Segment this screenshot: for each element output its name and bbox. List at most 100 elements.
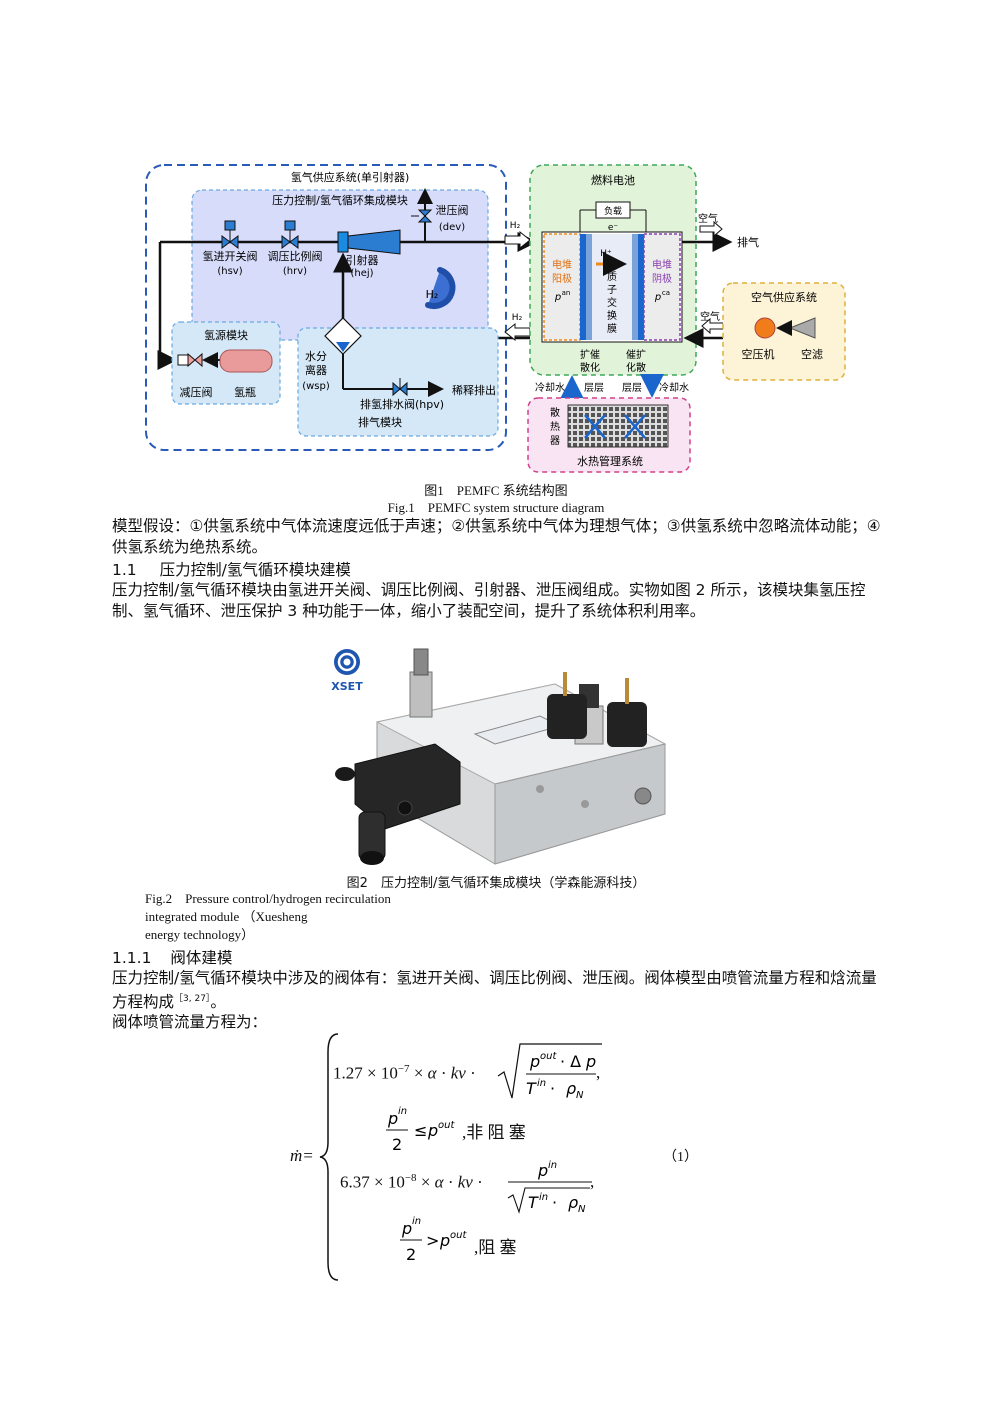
equation-number: （1） [663, 1150, 698, 1165]
separator-abbr: (wsp) [302, 381, 330, 392]
svg-text:N: N [576, 1090, 584, 1101]
regulator-valve-label: 调压比例阀 [268, 249, 323, 263]
svg-text:p: p [439, 1231, 450, 1250]
paragraph-assumptions: 模型假设：①供氢系统中气体流速度远低于声速；②供氢系统中气体为理想气体；③供氢系… [112, 517, 881, 556]
solenoid-coil [547, 694, 587, 739]
load-label: 负载 [604, 205, 622, 217]
exhaust-module-box [297, 327, 499, 437]
anode-label-2: 阳极 [552, 272, 572, 285]
ejector-body [354, 743, 461, 830]
hydrogen-tank-icon [219, 349, 273, 373]
membrane-char-3: 交 [607, 296, 617, 309]
layers-left-2: 散化 [580, 361, 600, 374]
condition2-text: ,阻 塞 [474, 1238, 517, 1257]
equation-case2: 6.37 × 10−8 × α · kv · [340, 1172, 483, 1192]
exponent: −8 [404, 1172, 417, 1184]
membrane-char-5: 膜 [607, 323, 617, 335]
svg-text:·: · [552, 1193, 557, 1212]
svg-text:in: in [412, 1216, 421, 1227]
radiator-icon [567, 404, 669, 448]
equation-case2-fraction: p in T in · ρ N [507, 1160, 592, 1215]
figure2-caption-en-line: Fig.2 Pressure control/hydrogen recircul… [145, 891, 391, 906]
proton-label: H⁺ [600, 249, 612, 259]
membrane-region [592, 234, 632, 340]
section-number: 1.1 [112, 561, 137, 579]
exponent: −7 [397, 1063, 410, 1075]
equation-case1: 1.27 × 10−7 × α · kv · [333, 1063, 476, 1083]
svg-text:2: 2 [392, 1135, 402, 1154]
svg-text:·: · [550, 1079, 555, 1098]
cathode-region [643, 233, 681, 341]
h2-return-label: H₂ [512, 313, 523, 323]
ejector-icon [337, 229, 401, 255]
layers-left-1: 扩催 [580, 348, 600, 361]
diffusion-layer [586, 234, 592, 340]
svg-text:in: in [398, 1106, 407, 1117]
figure2-caption-en: Fig.2 Pressure control/hydrogen recircul… [145, 890, 391, 944]
svg-text:p: p [387, 1109, 398, 1128]
svg-text:out: out [450, 1230, 467, 1241]
xset-logo-text: XSET [331, 680, 363, 693]
air-in-label: 空气 [700, 310, 720, 323]
cathode-pressure-sup: ca [662, 289, 670, 297]
hydrogen-supply-box [145, 164, 507, 451]
dilute-out-label: 稀释排出 [452, 383, 496, 397]
air-filter-icon [788, 317, 816, 339]
anode-pressure: p [554, 292, 561, 303]
coolant-left-label: 冷却水 [535, 381, 565, 394]
drain-valve-icon [392, 378, 408, 397]
section-heading-1-1-1: 1.1.1 阀体建模 [112, 946, 232, 968]
relief-valve-label: 泄压阀 [436, 203, 469, 217]
section-title: 阀体建模 [170, 949, 233, 967]
figure1-caption-en: Fig.1 PEMFC system structure diagram [387, 500, 605, 515]
catalyst-layer [580, 234, 586, 340]
equation-condition2: p in 2 > p out [400, 1216, 467, 1264]
equation-comma: , [596, 1063, 601, 1082]
svg-text:p: p [529, 1052, 540, 1071]
h2-in-label: H₂ [510, 221, 521, 231]
section-title: 压力控制/氢气循环模块建模 [159, 561, 351, 579]
anode-region [543, 233, 581, 341]
regulator-valve-icon [281, 220, 299, 249]
svg-text:2: 2 [406, 1245, 416, 1264]
equation-lhs: ṁ= [290, 1146, 314, 1165]
svg-text:>: > [426, 1231, 439, 1250]
air-filter-label: 空滤 [801, 347, 823, 361]
equation-comma: , [590, 1172, 595, 1191]
cathode-pressure: p [654, 292, 661, 303]
relief-valve-abbr: (dev) [439, 222, 465, 233]
air-flow-arrow [701, 317, 725, 335]
module-photo-illustration: XSET [331, 648, 667, 865]
radiator-char-2: 热 [550, 420, 560, 433]
figure2-caption-cn: 图2 压力控制/氢气循环集成模块（学森能源科技） [346, 876, 646, 891]
svg-text:p: p [427, 1121, 438, 1140]
inlet-valve-label: 氢进开关阀 [203, 249, 258, 263]
electron-label: e⁻ [608, 223, 619, 233]
membrane-char-2: 子 [607, 284, 617, 296]
module-photo: XSET [325, 644, 685, 870]
cathode-label-2: 阴极 [652, 272, 672, 285]
paragraph-module-description: 压力控制/氢气循环模块由氢进开关阀、调压比例阀、引射器、泄压阀组成。实物如图 2… [112, 581, 866, 620]
svg-text:ρ: ρ [568, 1193, 578, 1212]
coefficient: 6.37 × 10 [340, 1172, 405, 1192]
diffusion-layer [632, 234, 638, 340]
relief-valve-icon [411, 209, 433, 223]
membrane-char-4: 换 [607, 309, 617, 322]
h2-loop-arrow [425, 267, 456, 309]
inlet-valve-abbr: (hsv) [217, 266, 242, 277]
regulator-valve-abbr: (hrv) [283, 266, 307, 277]
radiator-char-3: 器 [550, 435, 560, 447]
svg-text:· Δ: · Δ [560, 1052, 581, 1071]
figure2-caption-en-line: integrated module （Xuesheng [145, 909, 308, 924]
pressure-module-title: 压力控制/氢气循环集成模块 [272, 193, 408, 207]
exhaust-module-label: 排气模块 [358, 415, 402, 429]
air-flow-arrow [699, 220, 723, 238]
svg-text:≤: ≤ [414, 1121, 427, 1140]
paragraph-nozzle-intro: 阀体喷管流量方程为： [112, 1013, 268, 1031]
drain-valve-label: 排氢排水阀(hpv) [360, 397, 444, 411]
inlet-valve-icon [221, 220, 239, 249]
reducer-valve-label: 减压阀 [180, 385, 213, 399]
air-out-label: 空气 [698, 212, 718, 225]
figure1-caption-cn: 图1 PEMFC 系统结构图 [424, 483, 568, 498]
hydrogen-system-title: 氢气供应系统(单引射器) [291, 170, 410, 184]
